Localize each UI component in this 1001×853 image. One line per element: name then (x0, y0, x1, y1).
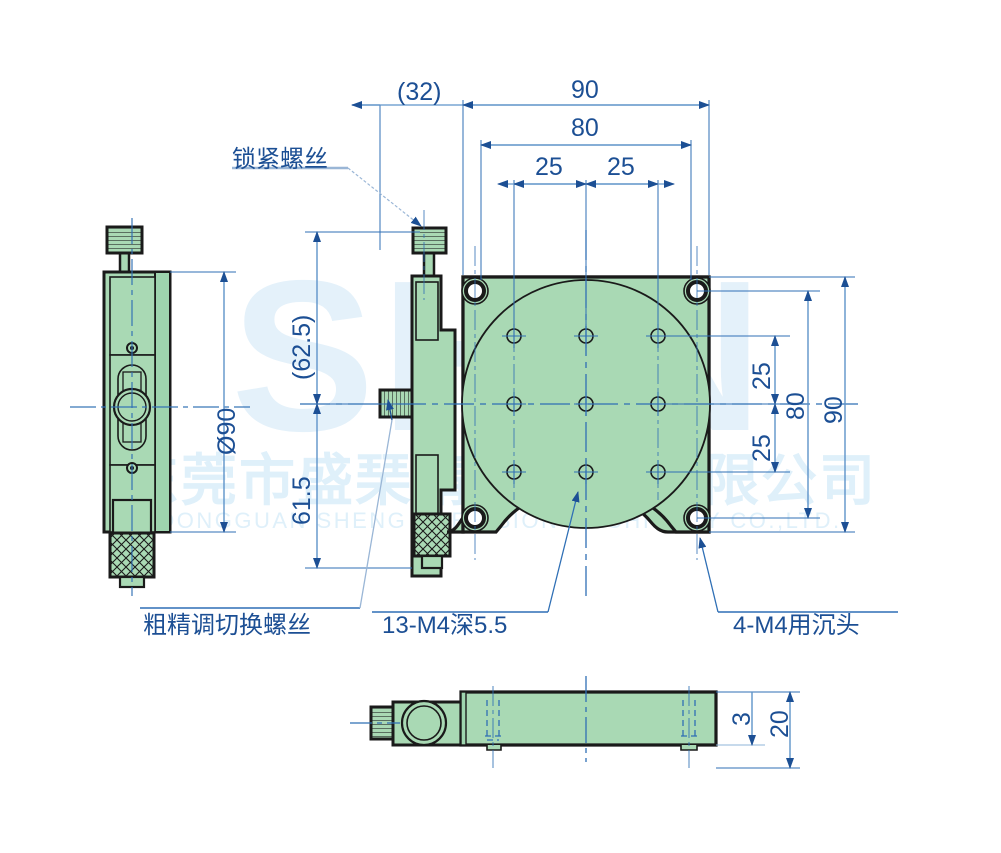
dim-top-quarter-left-label: 25 (535, 153, 563, 181)
dim-top-bolt-span-label: 80 (571, 114, 599, 142)
dim-left-lower-label: 61.5 (288, 476, 316, 525)
dim-right-bolt-span-label: 80 (782, 392, 810, 420)
bottom-view (350, 676, 718, 768)
dim-left-upper-label: (62.5) (288, 314, 316, 380)
front-view (300, 210, 860, 600)
annotation-counterbore-4: 4-M4用沉头 (733, 612, 860, 639)
dim-side-diameter-label: Ø90 (213, 407, 241, 455)
dim-right-quarter-upper-label: 25 (748, 362, 776, 390)
annotation-lock-screw: 锁紧螺丝 (232, 146, 328, 173)
dim-top-quarter-right-label: 25 (607, 153, 635, 181)
dim-left-vertical (305, 231, 420, 569)
dim-bottom-thickness-label: 20 (766, 710, 794, 738)
dim-top-offset-label: (32) (397, 78, 442, 106)
leader-lines (140, 166, 898, 613)
dim-bottom (716, 691, 800, 769)
dim-top-overall-label: 90 (571, 76, 599, 104)
side-view (70, 218, 250, 596)
dim-right-vertical (670, 276, 855, 533)
dim-right-quarter-lower-label: 25 (748, 434, 776, 462)
dim-side-diameter (170, 271, 236, 533)
annotation-thread-13: 13-M4深5.5 (382, 612, 508, 639)
dim-top-chain (351, 100, 710, 330)
annotation-coarse-fine-switch-screw: 粗精调切换螺丝 (143, 612, 311, 639)
dim-right-overall-label: 90 (820, 396, 848, 424)
dim-bottom-step-label: 3 (728, 712, 756, 726)
